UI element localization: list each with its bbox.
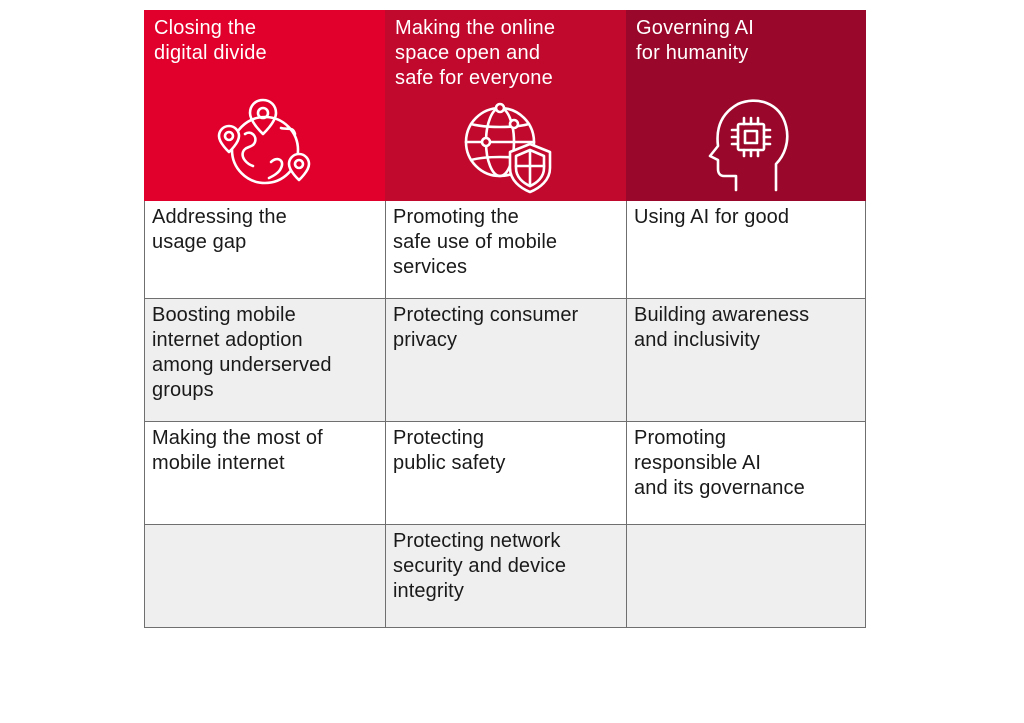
column-title: Closing the digital divide — [154, 17, 267, 64]
table-cell: Making the most of mobile internet — [144, 422, 385, 525]
head-chip-icon — [708, 99, 789, 192]
table-cell: Protecting consumer privacy — [385, 299, 626, 422]
table-cell: Addressing the usage gap — [144, 201, 385, 299]
table-cell: Promoting responsible AI and its governa… — [626, 422, 866, 525]
table-cell-empty — [144, 525, 385, 628]
column-header-digital-divide: Closing the digital divide — [144, 10, 385, 201]
pillars-table: Closing the digital divide Making the on… — [144, 10, 866, 628]
table-cell: Building awareness and inclusivity — [626, 299, 866, 422]
globe-shield-icon — [464, 102, 551, 194]
table-cell: Boosting mobile internet adoption among … — [144, 299, 385, 422]
globe-location-pins-icon — [217, 98, 310, 185]
table-cell-empty — [626, 525, 866, 628]
column-title: Governing AI for humanity — [636, 17, 755, 64]
table-cell: Using AI for good — [626, 201, 866, 299]
table-cell: Promoting the safe use of mobile service… — [385, 201, 626, 299]
table-cell: Protecting network security and device i… — [385, 525, 626, 628]
column-title: Making the online space open and safe fo… — [395, 17, 556, 89]
column-header-online-space: Making the online space open and safe fo… — [385, 10, 626, 201]
column-header-governing-ai: Governing AI for humanity — [626, 10, 866, 201]
table-cell: Protecting public safety — [385, 422, 626, 525]
